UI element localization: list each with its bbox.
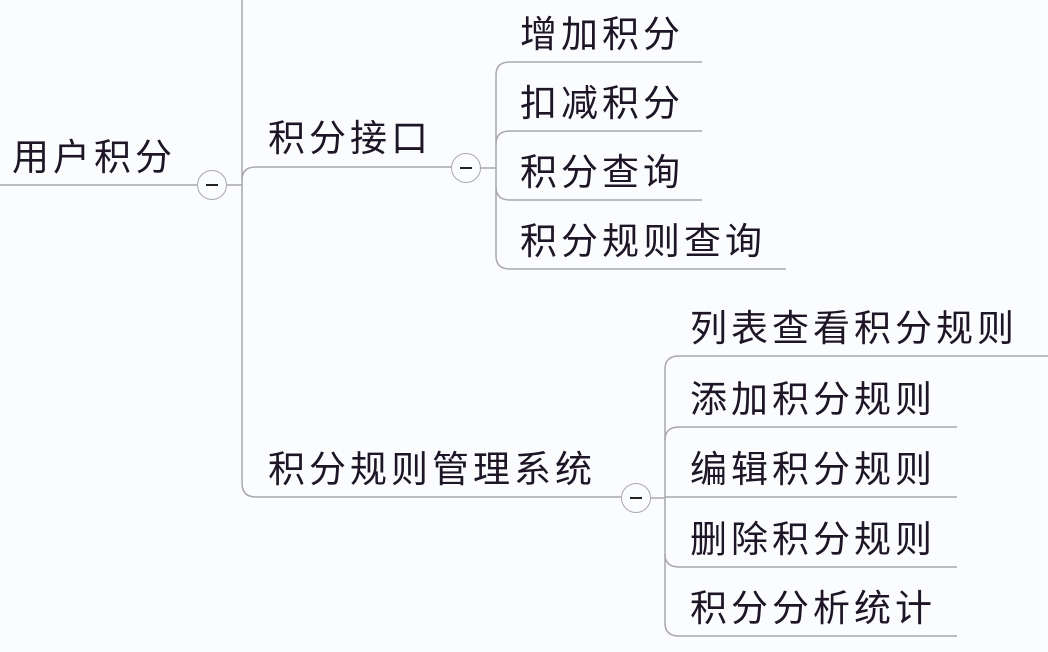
branch-collapse-toggle[interactable] (451, 153, 481, 183)
leaf-node-label[interactable]: 增加积分 (520, 13, 684, 56)
minus-icon (460, 167, 472, 170)
branch-collapse-toggle[interactable] (621, 483, 651, 513)
leaf-node-label[interactable]: 列表查看积分规则 (690, 307, 1018, 350)
branch-node-label[interactable]: 积分规则管理系统 (268, 448, 596, 491)
root-node-label[interactable]: 用户积分 (12, 136, 176, 179)
leaf-node-label[interactable]: 积分分析统计 (690, 587, 936, 630)
minus-icon (630, 497, 642, 500)
leaf-node-label[interactable]: 编辑积分规则 (690, 448, 936, 491)
leaf-node-label[interactable]: 删除积分规则 (690, 518, 936, 561)
minus-icon (206, 184, 218, 187)
leaf-node-label[interactable]: 添加积分规则 (690, 378, 936, 421)
root-collapse-toggle[interactable] (197, 170, 227, 200)
leaf-node-label[interactable]: 积分规则查询 (520, 220, 766, 263)
branch-node-label[interactable]: 积分接口 (268, 117, 432, 160)
leaf-node-label[interactable]: 扣减积分 (520, 82, 684, 125)
leaf-node-label[interactable]: 积分查询 (520, 151, 684, 194)
